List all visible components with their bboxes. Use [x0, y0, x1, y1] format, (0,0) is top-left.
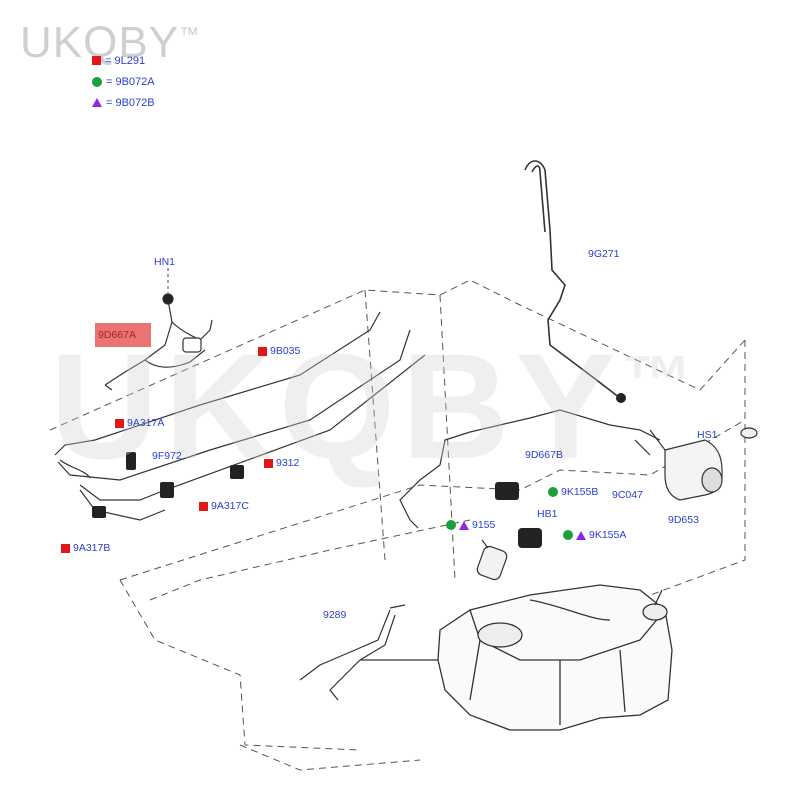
callout-text: 9D667B	[525, 449, 563, 461]
clip-hn1	[162, 293, 174, 305]
fuel-lines-9289	[299, 604, 450, 701]
hose-9d667a	[104, 299, 213, 391]
callout-9g271: 9G271	[588, 248, 620, 260]
legend-label: = 9L291	[105, 54, 146, 67]
callout-9d653: 9D653	[668, 514, 699, 526]
callout-text: 9289	[323, 609, 347, 621]
red-square-icon	[92, 56, 101, 65]
red-square-icon	[61, 543, 70, 553]
callout-text: 9D667A	[98, 329, 136, 341]
callout-text: HS1	[697, 429, 718, 441]
callout-hs1: HS1	[697, 429, 717, 441]
callout-text: 9A317A	[127, 417, 165, 429]
connector-9a317b	[92, 506, 106, 518]
green-circle-icon	[446, 520, 456, 530]
callout-9k155b: 9K155B	[548, 486, 598, 498]
callout-9a317c: 9A317C	[199, 500, 249, 512]
callout-text: 9312	[276, 457, 300, 469]
legend-item-triangle: = 9B072B	[92, 92, 155, 113]
callout-text: 9C047	[612, 489, 643, 501]
callout-9312: 9312	[264, 457, 299, 469]
red-square-icon	[264, 458, 273, 468]
legend-label: = 9B072B	[106, 96, 155, 109]
brand-tm: ™	[179, 24, 201, 46]
connector-9a317a	[126, 452, 136, 470]
fuel-filter-9155	[476, 539, 508, 581]
callout-text: 9A317B	[73, 542, 111, 554]
callout-text: 9B035	[270, 345, 301, 357]
green-circle-icon	[548, 487, 558, 497]
callout-text: 9D653	[668, 514, 699, 526]
callout-hn1: HN1	[154, 256, 175, 268]
callout-text: 9A317C	[211, 500, 249, 512]
part-highlight	[95, 323, 151, 347]
valve-9k155a	[518, 528, 542, 548]
callout-text: HN1	[154, 256, 176, 268]
callout-9k155a: 9K155A	[563, 529, 626, 541]
callout-text: 9155	[472, 519, 496, 531]
callout-9f972: 9F972	[152, 450, 182, 462]
callout-text: 9K155B	[561, 486, 599, 498]
connector-9f972	[160, 482, 174, 498]
callout-9d667b: 9D667B	[525, 449, 563, 461]
callout-text: 9G271	[588, 248, 620, 260]
quick-connectors	[92, 393, 626, 548]
green-circle-icon	[92, 76, 102, 87]
legend-item-square: = 9L291	[92, 50, 155, 71]
callout-9289: 9289	[323, 609, 346, 621]
red-square-icon	[258, 346, 267, 356]
callout-hb1: HB1	[537, 508, 557, 520]
purple-triangle-icon	[576, 530, 586, 540]
green-circle-icon	[563, 530, 573, 540]
callout-9a317b: 9A317B	[61, 542, 110, 554]
vent-tube-9g271	[524, 160, 621, 399]
hose-9d667b	[399, 409, 661, 529]
valve-9k155b	[495, 482, 519, 500]
canister-9d653	[634, 429, 723, 501]
clip-hs1	[740, 427, 758, 439]
legend: = 9L291 = 9B072A = 9B072B	[92, 50, 155, 113]
fitting	[616, 393, 626, 403]
callout-9a317a: 9A317A	[115, 417, 164, 429]
purple-triangle-icon	[92, 98, 102, 107]
callout-9b035: 9B035	[258, 345, 300, 357]
connector-9a317c	[230, 465, 244, 479]
callout-9c047: 9C047	[612, 489, 643, 501]
legend-label: = 9B072A	[106, 75, 155, 88]
callout-text: 9K155A	[589, 529, 627, 541]
red-square-icon	[115, 418, 124, 428]
callout-text: HB1	[537, 508, 558, 520]
legend-item-circle: = 9B072A	[92, 71, 155, 92]
purple-triangle-icon	[459, 520, 469, 530]
fuel-lines-main	[54, 311, 426, 521]
callout-9155: 9155	[446, 519, 495, 531]
callout-text: 9F972	[152, 450, 182, 462]
fuel-tank	[437, 584, 673, 731]
red-square-icon	[199, 501, 208, 511]
callout-9d667a: 9D667A	[98, 329, 136, 341]
